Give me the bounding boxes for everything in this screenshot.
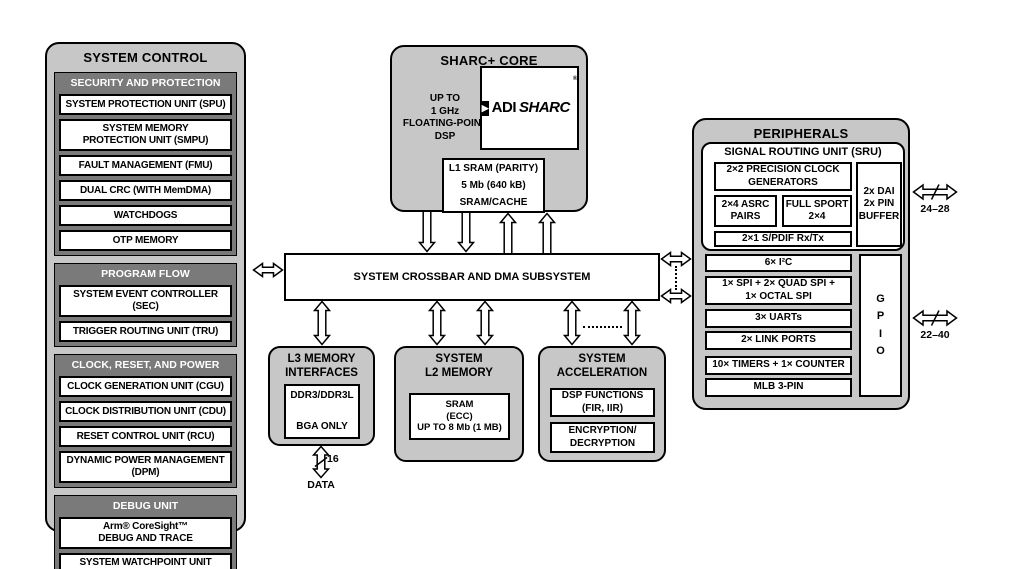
sru-title: SIGNAL ROUTING UNIT (SRU) bbox=[724, 146, 882, 158]
l3-data-bus-arrow bbox=[312, 445, 330, 479]
crossbar-to-peripherals-arrow bbox=[660, 251, 692, 267]
sharc-core-title: SHARC+ CORE bbox=[440, 53, 538, 68]
dai-pin-buffer-block: 2x DAI 2x PIN BUFFER bbox=[856, 162, 902, 247]
block-rcu: RESET CONTROL UNIT (RCU) bbox=[59, 426, 232, 447]
system-control-to-crossbar-arrow bbox=[252, 262, 284, 278]
dai-pin-bus-arrow bbox=[912, 183, 958, 201]
block-cgu: CLOCK GENERATION UNIT (CGU) bbox=[59, 376, 232, 397]
block-coresight: Arm® CoreSight™ DEBUG AND TRACE bbox=[59, 517, 232, 549]
l3-data-bus-label: DATA bbox=[307, 479, 335, 491]
dai-pin-count-label: 24–28 bbox=[920, 203, 950, 215]
block-watchdogs: WATCHDOGS bbox=[59, 205, 232, 226]
crossbar-to-l2-arrow bbox=[428, 300, 446, 346]
uarts-block: 3× UARTs bbox=[705, 309, 852, 328]
core-to-crossbar-down-arrow bbox=[457, 212, 475, 253]
system-acceleration-panel: SYSTEM ACCELERATION DSP FUNCTIONS (FIR, … bbox=[538, 346, 666, 462]
block-tru: TRIGGER ROUTING UNIT (TRU) bbox=[59, 321, 232, 342]
sharc-logo-text: SHARC bbox=[519, 99, 570, 116]
block-smpu: SYSTEM MEMORY PROTECTION UNIT (SMPU) bbox=[59, 119, 232, 151]
group-security-and-protection: SECURITY AND PROTECTION SYSTEM PROTECTIO… bbox=[54, 72, 237, 256]
sharc-core-panel: SHARC+ CORE UP TO 1 GHz FLOATING-POINT D… bbox=[390, 45, 588, 213]
system-control-title: SYSTEM CONTROL bbox=[83, 50, 208, 65]
full-sport-block: FULL SPORT 2×4 bbox=[782, 195, 852, 227]
block-fmu: FAULT MANAGEMENT (FMU) bbox=[59, 155, 232, 176]
system-crossbar-block: SYSTEM CROSSBAR AND DMA SUBSYSTEM bbox=[284, 253, 660, 301]
crossbar-to-acceleration-arrow bbox=[623, 300, 641, 346]
l3-memory-panel: L3 MEMORY INTERFACES DDR3/DDR3L BGA ONLY bbox=[268, 346, 375, 446]
block-dual-crc: DUAL CRC (WITH MemDMA) bbox=[59, 180, 232, 201]
block-dpm: DYNAMIC POWER MANAGEMENT (DPM) bbox=[59, 451, 232, 483]
block-otp-memory: OTP MEMORY bbox=[59, 230, 232, 251]
crossbar-to-core-up-arrow bbox=[538, 212, 556, 253]
group-header: DEBUG UNIT bbox=[112, 500, 179, 512]
system-acceleration-title: SYSTEM ACCELERATION bbox=[556, 353, 648, 380]
block-spu: SYSTEM PROTECTION UNIT (SPU) bbox=[59, 94, 232, 115]
link-ports-block: 2× LINK PORTS bbox=[705, 331, 852, 350]
group-header: PROGRAM FLOW bbox=[101, 268, 190, 280]
precision-clock-generators-block: 2×2 PRECISION CLOCK GENERATORS bbox=[714, 162, 852, 191]
sru-block: SIGNAL ROUTING UNIT (SRU) 2×2 PRECISION … bbox=[701, 142, 905, 251]
crossbar-to-peripherals-arrow bbox=[660, 288, 692, 304]
peripherals-panel: PERIPHERALS SIGNAL ROUTING UNIT (SRU) 2×… bbox=[692, 118, 910, 410]
core-to-crossbar-down-arrow bbox=[418, 212, 436, 253]
ddr3-block: DDR3/DDR3L BGA ONLY bbox=[284, 384, 360, 439]
l2-sram-block: SRAM (ECC) UP TO 8 Mb (1 MB) bbox=[409, 393, 510, 440]
l2-memory-panel: SYSTEM L2 MEMORY SRAM (ECC) UP TO 8 Mb (… bbox=[394, 346, 524, 462]
crossbar-to-core-up-arrow bbox=[499, 212, 517, 253]
block-cdu: CLOCK DISTRIBUTION UNIT (CDU) bbox=[59, 401, 232, 422]
group-program-flow: PROGRAM FLOW SYSTEM EVENT CONTROLLER (SE… bbox=[54, 263, 237, 347]
l3-data-bus-width: 16 bbox=[327, 453, 339, 465]
block-sec: SYSTEM EVENT CONTROLLER (SEC) bbox=[59, 285, 232, 317]
adi-triangle-icon: ▶ bbox=[481, 100, 489, 116]
mlb-block: MLB 3-PIN bbox=[705, 378, 852, 397]
l1-sram-block: L1 SRAM (PARITY) 5 Mb (640 kB) SRAM/CACH… bbox=[442, 158, 545, 213]
encryption-block: ENCRYPTION/ DECRYPTION bbox=[550, 422, 655, 453]
l2-memory-title: SYSTEM L2 MEMORY bbox=[425, 353, 493, 380]
registered-mark: ® bbox=[572, 76, 578, 82]
bga-only-label: BGA ONLY bbox=[296, 420, 348, 432]
acceleration-dma-dotted-link bbox=[583, 326, 622, 328]
gpio-pin-count-label: 22–40 bbox=[920, 329, 950, 341]
sharc-core-spec: UP TO 1 GHz FLOATING-POINT DSP bbox=[402, 93, 488, 142]
spi-block: 1× SPI + 2× QUAD SPI + 1× OCTAL SPI bbox=[705, 276, 852, 305]
asrc-pairs-block: 2×4 ASRC PAIRS bbox=[714, 195, 777, 227]
adi-logo-text: ADI bbox=[491, 99, 517, 116]
adi-sharc-logo: ▶ ADI SHARC ® bbox=[480, 66, 579, 150]
crossbar-to-acceleration-arrow bbox=[563, 300, 581, 346]
dsp-functions-block: DSP FUNCTIONS (FIR, IIR) bbox=[550, 388, 655, 417]
spdif-block: 2×1 S/PDIF Rx/Tx bbox=[714, 231, 852, 247]
group-debug-unit: DEBUG UNIT Arm® CoreSight™ DEBUG AND TRA… bbox=[54, 495, 237, 569]
peripherals-dma-dotted-link bbox=[675, 266, 677, 290]
l3-memory-title: L3 MEMORY INTERFACES bbox=[285, 353, 358, 380]
gpio-pin-bus-arrow bbox=[912, 309, 958, 327]
system-control-panel: SYSTEM CONTROL SECURITY AND PROTECTION S… bbox=[45, 42, 246, 569]
ddr3-label: DDR3/DDR3L bbox=[290, 390, 354, 401]
peripherals-title: PERIPHERALS bbox=[753, 126, 849, 141]
group-header: CLOCK, RESET, AND POWER bbox=[71, 359, 220, 371]
group-header: SECURITY AND PROTECTION bbox=[70, 77, 221, 89]
crossbar-to-l3-arrow bbox=[313, 300, 331, 346]
gpio-block: G P I O bbox=[859, 254, 902, 397]
timers-counter-block: 10× TIMERS + 1× COUNTER bbox=[705, 356, 852, 375]
i2c-block: 6× I²C bbox=[705, 254, 852, 272]
crossbar-to-l2-arrow bbox=[476, 300, 494, 346]
block-swu: SYSTEM WATCHPOINT UNIT (SWU) bbox=[59, 553, 232, 569]
group-clock-reset-power: CLOCK, RESET, AND POWER CLOCK GENERATION… bbox=[54, 354, 237, 488]
